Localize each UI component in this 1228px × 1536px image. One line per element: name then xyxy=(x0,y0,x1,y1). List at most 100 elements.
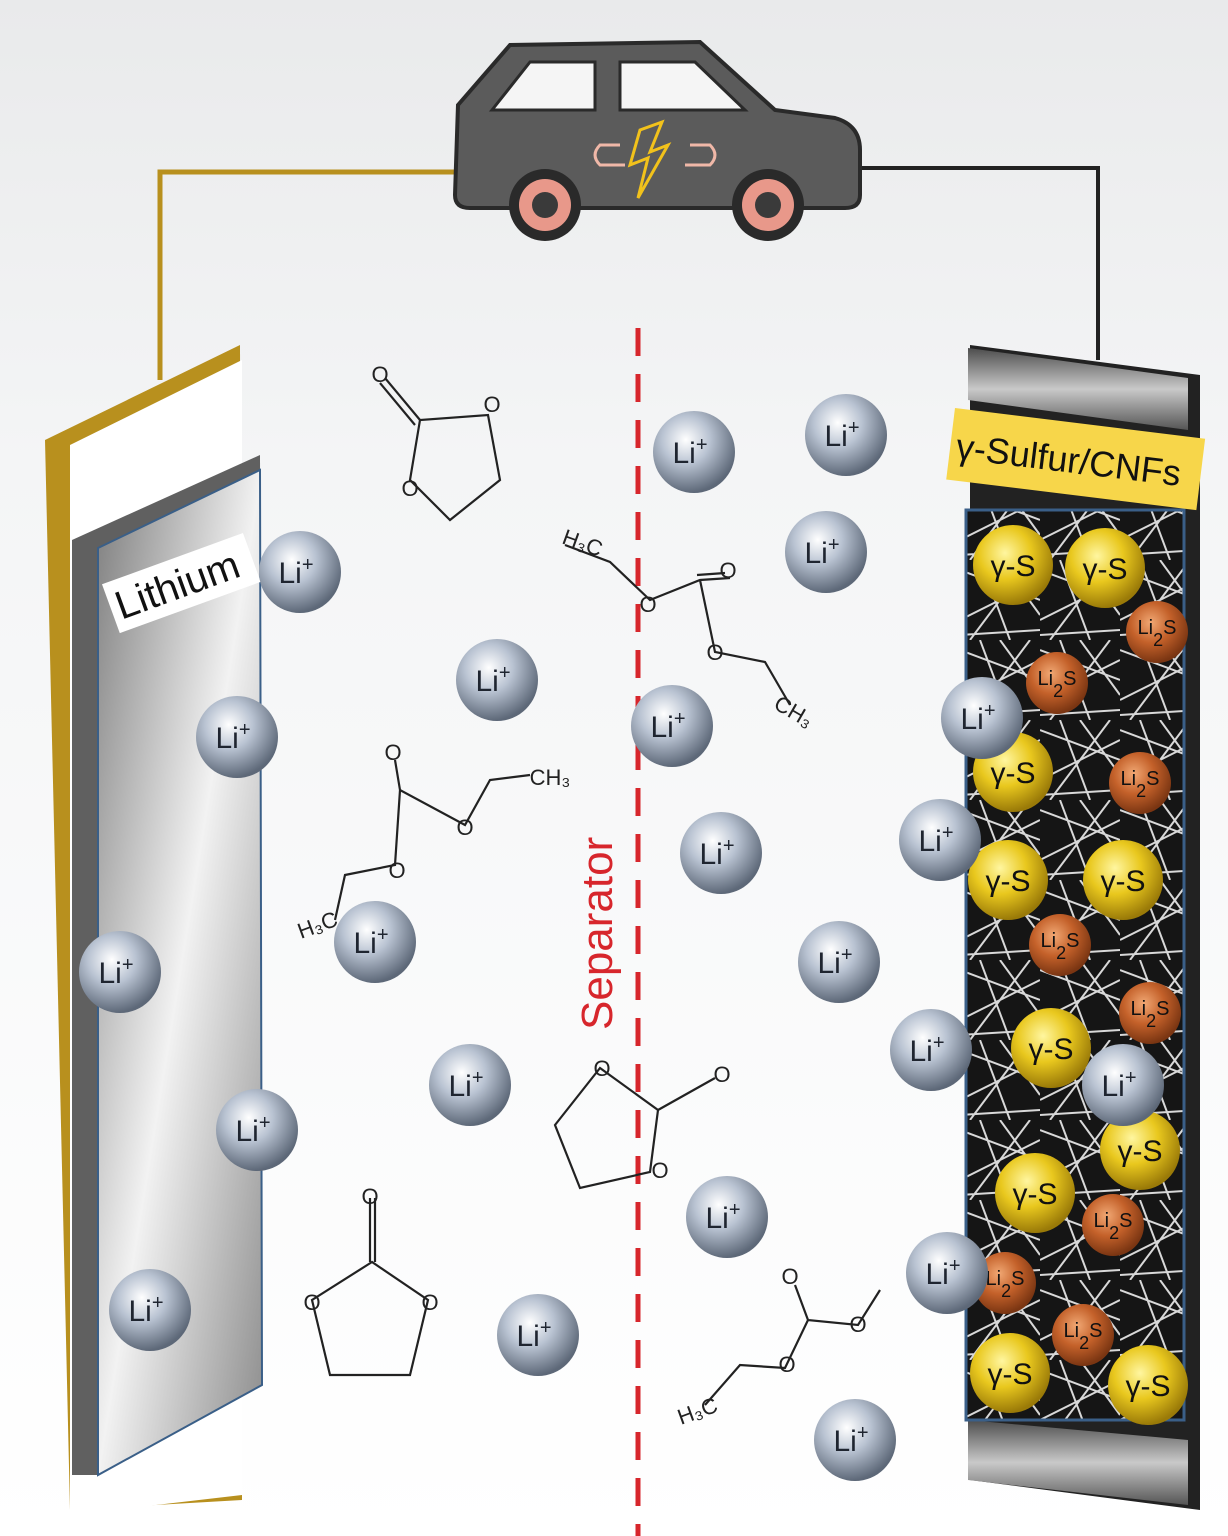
ion-label: Li+ xyxy=(475,662,510,698)
ion-label: Li+ xyxy=(960,700,995,736)
lithium-ion: Li+ xyxy=(890,1009,972,1091)
ion-label: Li+ xyxy=(672,434,707,470)
li2s-particle: Li2S xyxy=(1029,914,1091,976)
electric-car-icon xyxy=(452,39,862,241)
particle-label: γ-S xyxy=(988,1358,1033,1391)
atom-label: O xyxy=(361,1184,378,1209)
gamma-sulfur-particle: γ-S xyxy=(1065,528,1145,608)
cathode-wire xyxy=(850,166,1100,360)
particle-label: Li2S xyxy=(1041,930,1080,963)
atom-label: O xyxy=(384,740,401,765)
ethylene-carbonate: OOO xyxy=(553,1056,731,1190)
lithium-ion: Li+ xyxy=(429,1044,511,1126)
ion-label: Li+ xyxy=(1101,1067,1136,1103)
ion-label: Li+ xyxy=(98,954,133,990)
particle-label: γ-S xyxy=(1083,553,1128,586)
cycle-arrows-icon xyxy=(593,143,717,167)
gamma-sulfur-particle: γ-S xyxy=(1108,1345,1188,1425)
particle-label: Li2S xyxy=(1064,1320,1103,1353)
li2s-particle: Li2S xyxy=(1026,652,1088,714)
lithium-ion: Li+ xyxy=(216,1089,298,1171)
ion-label: Li+ xyxy=(448,1067,483,1103)
lithium-ion: Li+ xyxy=(109,1269,191,1351)
atom-label: O xyxy=(388,858,405,883)
atom-label: O xyxy=(719,558,736,583)
lithium-ion: Li+ xyxy=(686,1176,768,1258)
wheel-gear-icon xyxy=(732,169,804,241)
ion-label: Li+ xyxy=(833,1422,868,1458)
atom-label: O xyxy=(421,1290,438,1315)
particle-label: γ-S xyxy=(1118,1135,1163,1168)
ion-label: Li+ xyxy=(824,417,859,453)
gamma-sulfur-particle: γ-S xyxy=(970,1333,1050,1413)
lithium-ion: Li+ xyxy=(814,1399,896,1481)
ion-label: Li+ xyxy=(909,1032,944,1068)
ion-label: Li+ xyxy=(925,1255,960,1291)
ion-label: Li+ xyxy=(516,1317,551,1353)
particle-label: γ-S xyxy=(991,757,1036,790)
ion-label: Li+ xyxy=(650,708,685,744)
particle-label: Li2S xyxy=(986,1268,1025,1301)
atom-label: O xyxy=(713,1062,730,1087)
gamma-sulfur-particle: γ-S xyxy=(1011,1008,1091,1088)
atom-label: O xyxy=(401,476,418,501)
lithium-ion: Li+ xyxy=(259,531,341,613)
ion-label: Li+ xyxy=(699,835,734,871)
lithium-ion: Li+ xyxy=(906,1232,988,1314)
anode-wire xyxy=(157,169,470,380)
lithium-ion: Li+ xyxy=(497,1294,579,1376)
atom-label: O xyxy=(778,1352,795,1377)
lithium-ion: Li+ xyxy=(631,685,713,767)
lithium-ion: Li+ xyxy=(680,812,762,894)
particle-label: γ-S xyxy=(1101,865,1146,898)
li2s-particle: Li2S xyxy=(1126,601,1188,663)
ion-label: Li+ xyxy=(705,1199,740,1235)
ion-label: Li+ xyxy=(804,534,839,570)
lithium-ion: Li+ xyxy=(79,931,161,1013)
ion-label: Li+ xyxy=(817,944,852,980)
atom-label: O xyxy=(593,1056,610,1081)
li2s-particle: Li2S xyxy=(1119,982,1181,1044)
gamma-sulfur-particle: γ-S xyxy=(973,525,1053,605)
ion-label: Li+ xyxy=(215,719,250,755)
particle-label: γ-S xyxy=(1029,1033,1074,1066)
lithium-ion: Li+ xyxy=(653,411,735,493)
ion-label: Li+ xyxy=(128,1292,163,1328)
lithium-ion: Li+ xyxy=(899,799,981,881)
gamma-sulfur-particle: γ-S xyxy=(1083,840,1163,920)
particle-label: γ-S xyxy=(1013,1178,1058,1211)
lithium-ion: Li+ xyxy=(785,511,867,593)
lithium-ions: Li+ Li+ Li+ Li+ Li+ Li+ Li+ Li+ Li+ Li+ Li+ Li+ Li+ L… xyxy=(79,394,1164,1481)
particle-label: Li2S xyxy=(1121,768,1160,801)
lithium-ion: Li+ xyxy=(456,639,538,721)
ion-label: Li+ xyxy=(278,554,313,590)
atom-label: O xyxy=(483,392,500,417)
particle-label: γ-S xyxy=(1126,1370,1171,1403)
lightning-bolt-icon xyxy=(627,119,672,199)
particle-label: Li2S xyxy=(1138,617,1177,650)
gamma-sulfur-particle: γ-S xyxy=(995,1153,1075,1233)
lithium-ion: Li+ xyxy=(805,394,887,476)
gamma-sulfur-particle: γ-S xyxy=(1100,1110,1180,1190)
li2s-particle: Li2S xyxy=(1052,1304,1114,1366)
atom-label: CH₃ xyxy=(530,765,571,790)
atom-label: O xyxy=(706,640,723,665)
particle-label: Li2S xyxy=(1131,998,1170,1031)
ethylene-carbonate: OOO xyxy=(371,362,502,522)
li2s-particle: Li2S xyxy=(1109,752,1171,814)
ion-label: Li+ xyxy=(235,1112,270,1148)
lithium-ion: Li+ xyxy=(798,921,880,1003)
gamma-sulfur-particle: γ-S xyxy=(968,840,1048,920)
lithium-ion: Li+ xyxy=(334,901,416,983)
particle-label: γ-S xyxy=(986,865,1031,898)
particle-label: Li2S xyxy=(1094,1210,1133,1243)
particle-label: Li2S xyxy=(1038,668,1077,701)
atom-label: O xyxy=(849,1312,866,1337)
wheel-gear-icon xyxy=(509,169,581,241)
particle-label: γ-S xyxy=(991,550,1036,583)
atom-label: O xyxy=(639,592,656,617)
atom-label: O xyxy=(781,1264,798,1289)
